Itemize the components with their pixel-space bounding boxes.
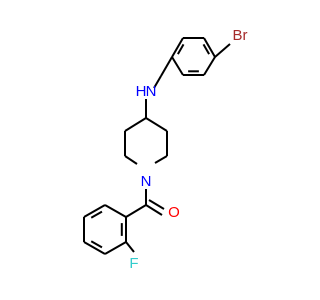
bond	[125, 241, 135, 253]
bond	[171, 37, 184, 58]
bond	[214, 43, 231, 58]
piperidine-nitrogen-label: N	[141, 173, 152, 190]
bond	[202, 43, 210, 55]
bond	[124, 155, 138, 165]
bond	[125, 204, 147, 218]
bond	[177, 43, 185, 55]
bromine-label: Br	[233, 27, 248, 44]
bond	[203, 37, 216, 58]
bond	[160, 56, 173, 77]
fluorine-label: F	[129, 255, 138, 272]
bond	[145, 204, 163, 216]
bond	[90, 240, 103, 249]
bond	[148, 199, 165, 210]
bond	[83, 241, 106, 255]
bond	[104, 241, 127, 255]
amine-hydrogen-label: H	[136, 83, 147, 100]
carbonyl-oxygen-label: O	[168, 204, 180, 221]
amine-nitrogen-label: N	[146, 83, 157, 100]
bond	[145, 117, 168, 132]
bond	[203, 56, 216, 76]
bond	[104, 204, 127, 218]
bond	[124, 117, 147, 132]
bond	[171, 56, 184, 76]
bond	[154, 155, 168, 164]
bond	[83, 204, 106, 218]
bond	[153, 75, 162, 89]
bond	[90, 210, 103, 219]
